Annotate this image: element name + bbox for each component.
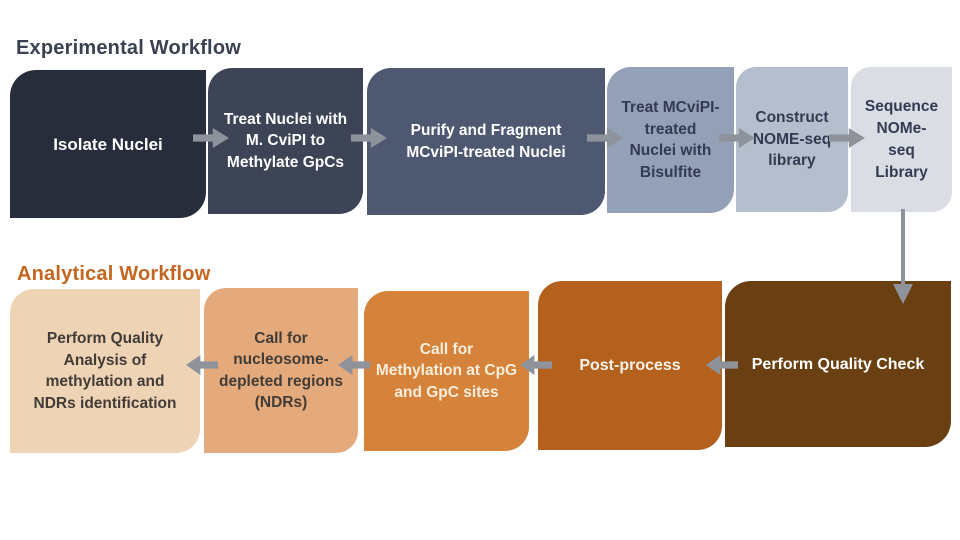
step-perform-quality-check: Perform Quality Check: [725, 281, 951, 447]
step-label: Post-process: [579, 357, 681, 374]
analytical-workflow-title: Analytical Workflow: [17, 263, 211, 285]
step-label: Isolate Nuclei: [53, 134, 163, 154]
step-isolate-nuclei: Isolate Nuclei: [10, 70, 206, 218]
step-label: Perform Quality Check: [751, 355, 925, 373]
experimental-workflow-title: Experimental Workflow: [16, 37, 241, 59]
arrow-down-icon: [893, 209, 913, 304]
step-post-process: Post-process: [538, 281, 722, 450]
